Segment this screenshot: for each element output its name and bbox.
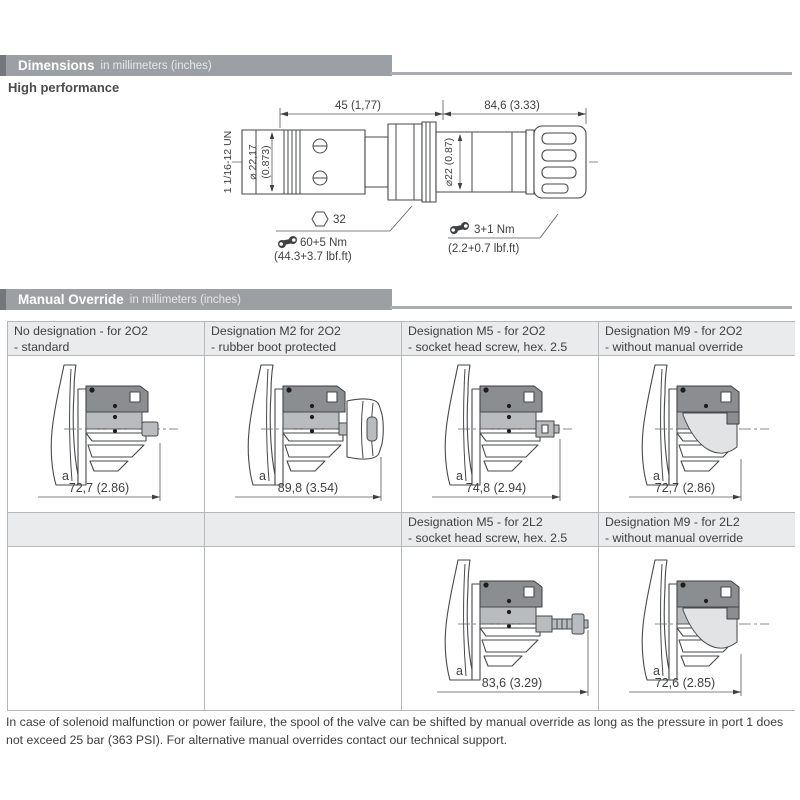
valve-dimension-drawing: ⌀ 22,17 (0.873) 1 1/16-12 UN ⌀22 (0.87) [220, 92, 670, 277]
header-line2: - standard [14, 339, 70, 354]
valve-cartridge [241, 129, 389, 195]
override-standard-drawing: a 72,7 (2.86) [38, 364, 179, 501]
header-line2: - without manual override [605, 339, 744, 354]
drawing-cell-m2: a 89,8 (3.54) [205, 356, 402, 513]
nut-torque-nm: 60+5 Nm [300, 237, 347, 249]
footer-note: In case of solenoid malfunction or power… [6, 715, 784, 748]
override-m9-2l2-drawing: a 72,6 (2.85) [629, 558, 770, 696]
override-dim: 89,8 (3.54) [278, 481, 338, 495]
override-m5-drawing: a 74,8 (2.94) [432, 364, 573, 501]
drawing-cell-m9-2l2: a 72,6 (2.85) [599, 547, 795, 710]
override-dim: 72,7 (2.86) [655, 481, 715, 495]
dimensions-unit-note: in millimeters (inches) [100, 59, 212, 72]
socket-head-screw [535, 615, 553, 632]
length-dim-left: 45 (1,77) [335, 100, 381, 112]
override-m9-drawing: a 72,7 (2.86) [629, 364, 770, 501]
tube-diameter-dim: ⌀22 (0.87) [443, 134, 463, 190]
header-line1: Designation M9 - for 2O2 [605, 324, 743, 338]
override-m2-drawing: a 89,8 (3.54) [235, 364, 384, 501]
override-m5-2l2-drawing: a 83,6 (3.29) [437, 558, 589, 696]
thread-label: 1 1/16-12 UN [222, 131, 234, 193]
hand-knob [525, 125, 587, 199]
knob-torque-lbf: (2.2+0.7 lbf.ft) [448, 243, 519, 255]
manual-override-unit-note: in millimeters (inches) [129, 293, 241, 306]
drawing-cell-empty [205, 547, 402, 710]
section-label: a [456, 469, 463, 483]
header-line2: - without manual override [605, 530, 744, 545]
closed-cap-section [682, 607, 738, 649]
section-label: a [653, 664, 660, 678]
override-dim: 74,8 (2.94) [466, 481, 526, 495]
drawing-cell-empty [8, 547, 205, 710]
col-header-m5-2l2: Designation M5 - for 2L2 - socket head s… [402, 513, 599, 547]
knob-torque-nm: 3+1 Nm [474, 224, 515, 236]
col-header-m5: Designation M5 - for 2O2 - socket head s… [402, 322, 599, 356]
header-line1: Designation M5 - for 2O2 [408, 324, 546, 338]
header-line1: Designation M2 for 2O2 [211, 324, 341, 338]
header-line1: No designation - for 2O2 [14, 324, 148, 338]
locknut [387, 121, 437, 203]
header-line2: - rubber boot protected [211, 339, 337, 354]
rubber-boot [346, 398, 384, 460]
col-header-empty [205, 513, 402, 547]
knob-torque-annotation: 3+1 Nm (2.2+0.7 lbf.ft) [448, 213, 559, 255]
dia-cartridge-mm: ⌀ 22,17 [247, 144, 259, 180]
drawing-cell-m9: a 72,7 (2.86) [599, 356, 795, 513]
solenoid-tube [435, 131, 527, 193]
col-header-m2: Designation M2 for 2O2 - rubber boot pro… [205, 322, 402, 356]
nut-torque-annotation: 32 60+5 Nm (44.3+3.7 lbf.ft) [274, 205, 413, 263]
valve-side-view-drawing: ⌀ 22,17 (0.873) 1 1/16-12 UN ⌀22 (0.87) [222, 100, 598, 263]
section-label: a [456, 664, 463, 678]
override-dim: 83,6 (3.29) [482, 676, 542, 690]
col-header-empty [8, 513, 205, 547]
length-dim-right: 84,6 (3.33) [484, 100, 540, 112]
length-dimensions: 45 (1,77) 84,6 (3.33) [279, 100, 587, 128]
override-dim: 72,6 (2.85) [655, 676, 715, 690]
drawing-cell-standard: a 72,7 (2.86) [8, 356, 205, 513]
header-bar-cap [0, 289, 6, 310]
manual-override-section-header: Manual Override in millimeters (inches) [0, 289, 392, 310]
variant-label: High performance [8, 80, 120, 95]
col-header-m9-2l2: Designation M9 - for 2L2 - without manua… [599, 513, 795, 547]
dimensions-title: Dimensions [18, 58, 95, 73]
header-line2: - socket head screw, hex. 2.5 [408, 339, 568, 354]
hex-icon [311, 211, 329, 227]
section-label: a [653, 469, 660, 483]
override-pin [141, 421, 159, 437]
nut-torque-lbf: (44.3+3.7 lbf.ft) [274, 251, 352, 263]
col-header-m9: Designation M9 - for 2O2 - without manua… [599, 322, 795, 356]
wrench-icon [278, 236, 297, 248]
wrench-icon [450, 222, 469, 234]
header-rule [390, 306, 792, 309]
header-line2: - socket head screw, hex. 2.5 [408, 530, 568, 545]
drawing-cell-m5: a 74,8 (2.94) [402, 356, 599, 513]
header-bar-cap [0, 55, 6, 76]
override-dim: 72,7 (2.86) [69, 481, 129, 495]
closed-cap-section [682, 412, 738, 454]
dia-tube: ⌀22 (0.87) [443, 138, 455, 186]
dia-cartridge-in: (0.873) [260, 145, 272, 178]
dimensions-section-header: Dimensions in millimeters (inches) [0, 55, 392, 76]
header-line1: Designation M9 - for 2L2 [605, 515, 740, 529]
drawing-cell-m5-2l2: a 83,6 (3.29) [402, 547, 599, 710]
manual-override-table: No designation - for 2O2 - standard Desi… [7, 321, 795, 711]
header-line1: Designation M5 - for 2L2 [408, 515, 543, 529]
manual-override-title: Manual Override [18, 292, 124, 307]
header-rule [390, 72, 792, 75]
cartridge-diameter-dim: ⌀ 22,17 (0.873) [247, 132, 275, 192]
col-header-standard: No designation - for 2O2 - standard [8, 322, 205, 356]
hex-size: 32 [333, 214, 346, 226]
section-label: a [62, 469, 69, 483]
section-label: a [259, 469, 266, 483]
